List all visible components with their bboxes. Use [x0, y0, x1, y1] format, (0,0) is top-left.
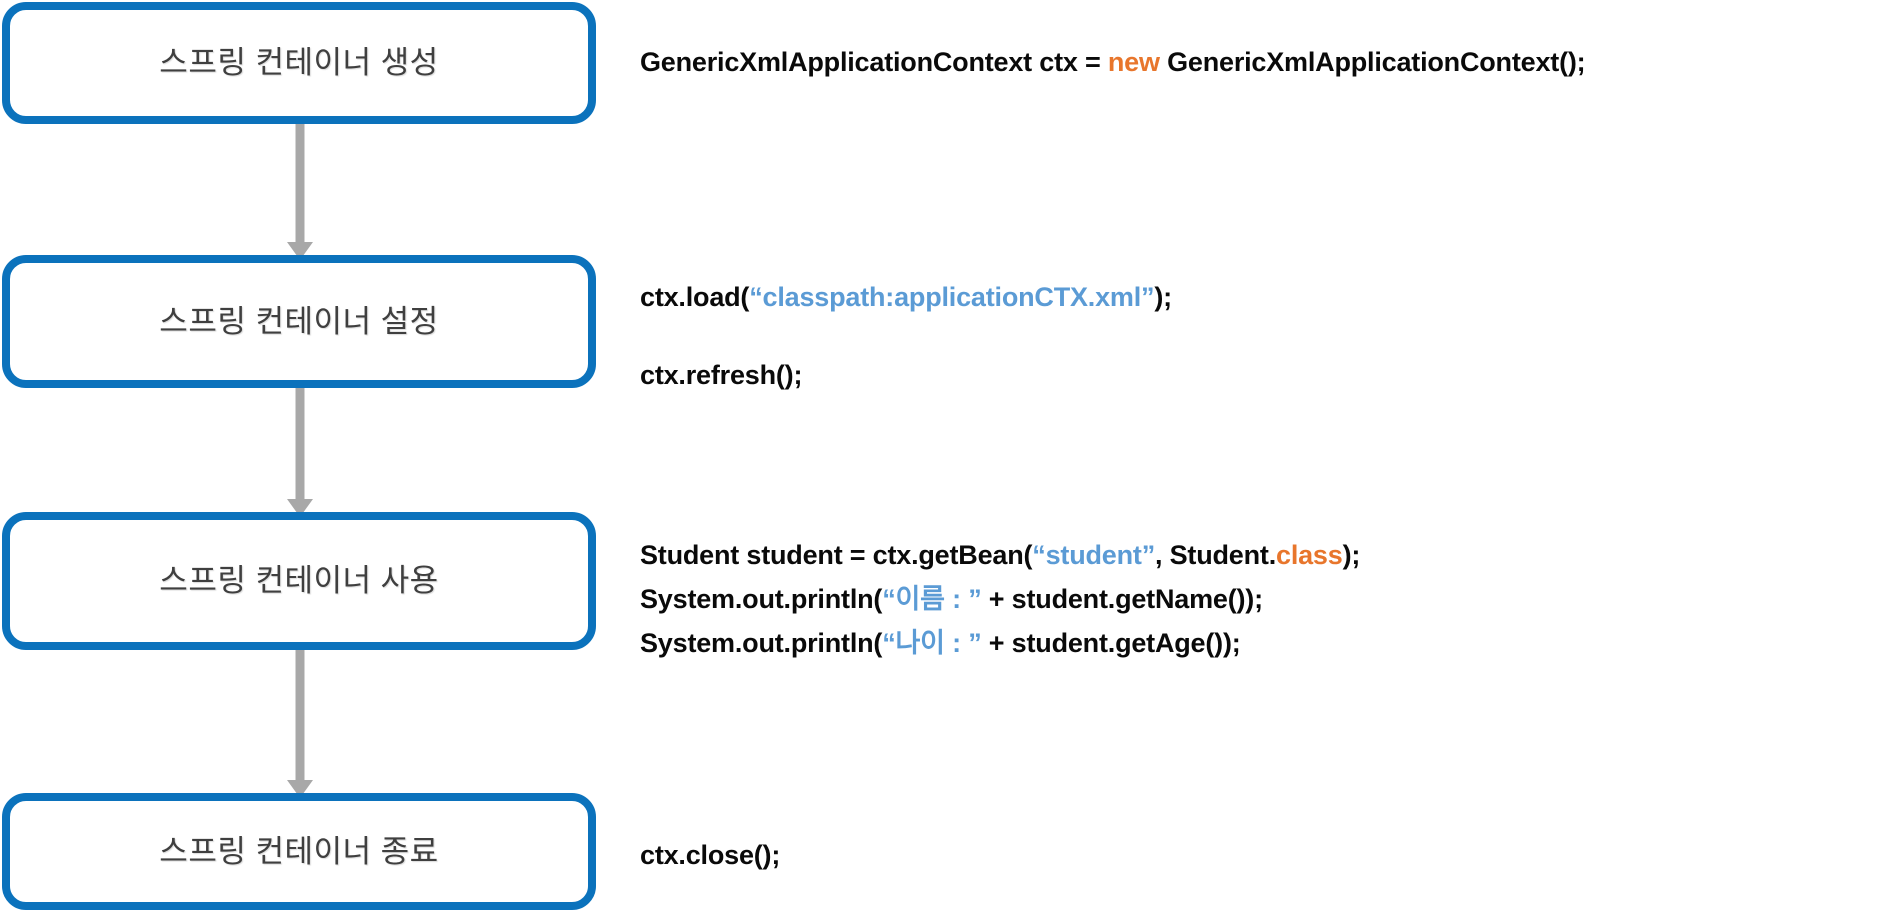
- code-token-plain: , Student.: [1155, 540, 1276, 570]
- down-arrow-icon-use-to-close: [282, 645, 318, 798]
- flow-step-label-create: 스프링 컨테이너 생성: [159, 45, 439, 81]
- down-arrow-icon-create-to-configure: [282, 118, 318, 260]
- code-token-keyword: new: [1107, 47, 1160, 77]
- code-token-string: “나이 : ”: [882, 628, 982, 658]
- code-line: System.out.println(“이름 : ” + student.get…: [640, 577, 1360, 621]
- code-snippet-use: Student student = ctx.getBean(“student”,…: [640, 533, 1360, 665]
- code-token-plain: System.out.println(: [640, 584, 883, 614]
- arrow-shaft: [295, 382, 305, 499]
- flow-step-label-configure: 스프링 컨테이너 설정: [159, 303, 439, 339]
- code-token-plain: Student student = ctx.getBean(: [640, 540, 1033, 570]
- code-token-plain: System.out.println(: [640, 628, 883, 658]
- code-line: ctx.load(“classpath:applicationCTX.xml”)…: [640, 275, 1172, 319]
- code-token-plain: ctx.refresh();: [640, 360, 803, 390]
- flow-step-box-create[interactable]: 스프링 컨테이너 생성: [2, 2, 596, 124]
- code-token-string: “이름 : ”: [882, 584, 982, 614]
- code-line: System.out.println(“나이 : ” + student.get…: [640, 621, 1360, 665]
- code-line-spacer: [640, 319, 1172, 353]
- code-token-plain: GenericXmlApplicationContext();: [1159, 47, 1586, 77]
- flow-step-box-use[interactable]: 스프링 컨테이너 사용: [2, 512, 596, 650]
- code-snippet-configure: ctx.load(“classpath:applicationCTX.xml”)…: [640, 275, 1172, 397]
- code-token-plain: GenericXmlApplicationContext ctx =: [640, 47, 1108, 77]
- code-token-plain: );: [1342, 540, 1361, 570]
- code-line: ctx.refresh();: [640, 353, 1172, 397]
- code-line: Student student = ctx.getBean(“student”,…: [640, 533, 1360, 577]
- code-token-plain: ctx.close();: [640, 840, 781, 870]
- code-token-string: “classpath:applicationCTX.xml”: [749, 282, 1155, 312]
- code-token-string: “student”: [1032, 540, 1155, 570]
- code-snippet-close: ctx.close();: [640, 833, 780, 877]
- code-token-keyword: class: [1276, 540, 1343, 570]
- flow-step-box-configure[interactable]: 스프링 컨테이너 설정: [2, 255, 596, 388]
- code-line: GenericXmlApplicationContext ctx = new G…: [640, 40, 1586, 84]
- arrow-shaft: [295, 645, 305, 780]
- flow-step-label-use: 스프링 컨테이너 사용: [159, 563, 439, 599]
- flow-step-box-close[interactable]: 스프링 컨테이너 종료: [2, 793, 596, 910]
- code-token-plain: );: [1154, 282, 1172, 312]
- code-token-plain: ctx.load(: [640, 282, 750, 312]
- code-token-plain: + student.getAge());: [981, 628, 1241, 658]
- down-arrow-icon-configure-to-use: [282, 382, 318, 517]
- code-line: ctx.close();: [640, 833, 780, 877]
- code-token-plain: + student.getName());: [981, 584, 1263, 614]
- arrow-shaft: [295, 118, 305, 242]
- flow-step-label-close: 스프링 컨테이너 종료: [159, 833, 439, 869]
- code-snippet-create: GenericXmlApplicationContext ctx = new G…: [640, 40, 1586, 84]
